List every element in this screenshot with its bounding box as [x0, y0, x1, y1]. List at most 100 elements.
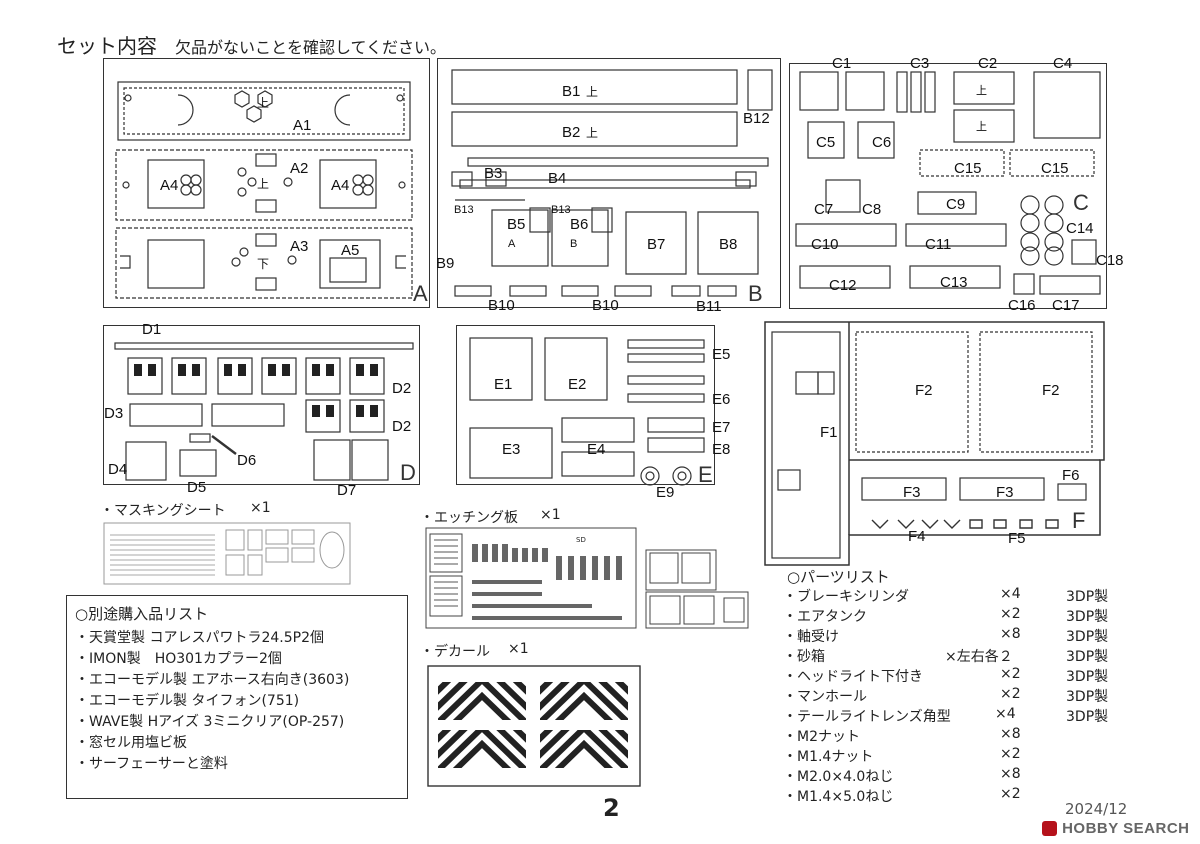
- check-note: 欠品がないことを確認してください。: [175, 38, 447, 57]
- parts-item-qty: ×8: [1000, 626, 1021, 642]
- purchase-item: ・IMON製 HO301カプラー2個: [75, 651, 282, 667]
- purchase-item: ・WAVE製 Hアイズ 3ミニクリア(OP-257): [75, 714, 345, 730]
- label-b2-top: 上: [586, 126, 599, 140]
- parts-item-material: 3DP製: [1066, 709, 1109, 725]
- label-d7: D7: [337, 482, 357, 499]
- parts-item-material: 3DP製: [1066, 669, 1109, 685]
- sheet-c-letter: C: [1073, 190, 1089, 215]
- parts-item-material: 3DP製: [1066, 589, 1109, 605]
- label-c8: C8: [862, 201, 882, 218]
- label-c14: C14: [1066, 220, 1094, 237]
- label-c11: C11: [925, 236, 952, 253]
- label-d1: D1: [142, 321, 162, 338]
- label-c7: C7: [814, 201, 834, 218]
- sheet-d-letter: D: [400, 460, 416, 485]
- label-c16: C16: [1008, 297, 1036, 314]
- parts-item-name: ・M2ナット: [783, 729, 860, 745]
- parts-item-qty: ×8: [1000, 766, 1021, 782]
- label-c2-top-b: 上: [976, 121, 987, 133]
- decal-name: ・デカール: [420, 644, 490, 660]
- decal-qty: ×1: [508, 641, 529, 657]
- parts-item-qty: ×2: [1000, 746, 1021, 762]
- label-a1: A1: [293, 117, 312, 134]
- label-b3: B3: [484, 165, 503, 182]
- label-d2-top: D2: [392, 380, 412, 397]
- page-title: セット内容: [57, 34, 157, 58]
- label-c2-top-a: 上: [976, 85, 987, 97]
- label-f4: F4: [908, 528, 926, 545]
- label-c17: C17: [1052, 297, 1080, 314]
- label-e1: E1: [494, 376, 513, 393]
- purchase-item: ・天賞堂製 コアレスパワトラ24.5P2個: [75, 630, 324, 646]
- label-f3-right: F3: [996, 484, 1014, 501]
- purchase-item: ・サーフェーサーと塗料: [75, 756, 228, 772]
- parts-item-qty: ×4: [1000, 586, 1021, 602]
- label-c1: C1: [832, 55, 852, 72]
- sheet-f-letter: F: [1072, 508, 1086, 533]
- sheet-b-letter: B: [748, 281, 763, 306]
- parts-item-material: 3DP製: [1066, 609, 1109, 625]
- label-f6: F6: [1062, 467, 1080, 484]
- label-e6: E6: [712, 391, 731, 408]
- label-b2: B2: [562, 124, 581, 141]
- parts-item-qty: ×左右各２: [945, 649, 1013, 665]
- label-b10-left: B10: [488, 297, 515, 314]
- etching-plate-qty: ×1: [540, 507, 561, 523]
- label-c6: C6: [872, 134, 892, 151]
- label-c10: C10: [811, 236, 839, 253]
- label-b1: B1: [562, 83, 581, 100]
- label-b8: B8: [719, 236, 738, 253]
- label-e5: E5: [712, 346, 731, 363]
- parts-item-name: ・砂箱: [783, 649, 825, 665]
- parts-item-name: ・テールライトレンズ角型: [783, 709, 951, 725]
- label-e8: E8: [712, 441, 731, 458]
- label-c13: C13: [940, 274, 968, 291]
- parts-item-qty: ×2: [1000, 606, 1021, 622]
- label-b-a-mark: A: [508, 238, 516, 250]
- parts-item-name: ・ブレーキシリンダ: [783, 589, 909, 605]
- label-c4: C4: [1053, 55, 1073, 72]
- label-f2-left: F2: [915, 382, 933, 399]
- label-a5: A5: [341, 242, 360, 259]
- label-b10-right: B10: [592, 297, 619, 314]
- masking-sheet-name: ・マスキングシート: [100, 503, 226, 519]
- label-b5: B5: [507, 216, 526, 233]
- label-b12: B12: [743, 110, 770, 127]
- label-a3-bottom: 下: [257, 257, 270, 271]
- label-f2-right: F2: [1042, 382, 1060, 399]
- label-b9: B9: [436, 255, 455, 272]
- purchase-list-title: ○別途購入品リスト: [75, 605, 209, 623]
- etching-plate-name: ・エッチング板: [420, 510, 518, 526]
- purchase-item: ・エコーモデル製 タイフォン(751): [75, 693, 300, 709]
- parts-item-name: ・ヘッドライト下付き: [783, 669, 923, 685]
- label-e9: E9: [656, 484, 675, 501]
- parts-item-material: 3DP製: [1066, 629, 1109, 645]
- label-a3: A3: [290, 238, 309, 255]
- label-b13-left: B13: [454, 204, 474, 216]
- parts-list-title: ○パーツリスト: [787, 568, 890, 586]
- watermark-logo-icon: [1042, 821, 1057, 836]
- label-b4: B4: [548, 170, 567, 187]
- sheet-a-letter: A: [413, 281, 428, 306]
- parts-item-name: ・M1.4×5.0ねじ: [783, 789, 894, 805]
- parts-item-qty: ×2: [1000, 686, 1021, 702]
- label-a4-right: A4: [331, 177, 350, 194]
- label-e3: E3: [502, 441, 521, 458]
- parts-item-qty: ×8: [1000, 726, 1021, 742]
- label-c12: C12: [829, 277, 857, 294]
- parts-item-material: 3DP製: [1066, 649, 1109, 665]
- label-f1: F1: [820, 424, 838, 441]
- label-b-b-mark: B: [570, 238, 578, 250]
- label-e7: E7: [712, 419, 731, 436]
- label-b11: B11: [696, 298, 722, 315]
- label-a2: A2: [290, 160, 309, 177]
- parts-item-material: 3DP製: [1066, 689, 1109, 705]
- parts-item-name: ・エアタンク: [783, 609, 867, 625]
